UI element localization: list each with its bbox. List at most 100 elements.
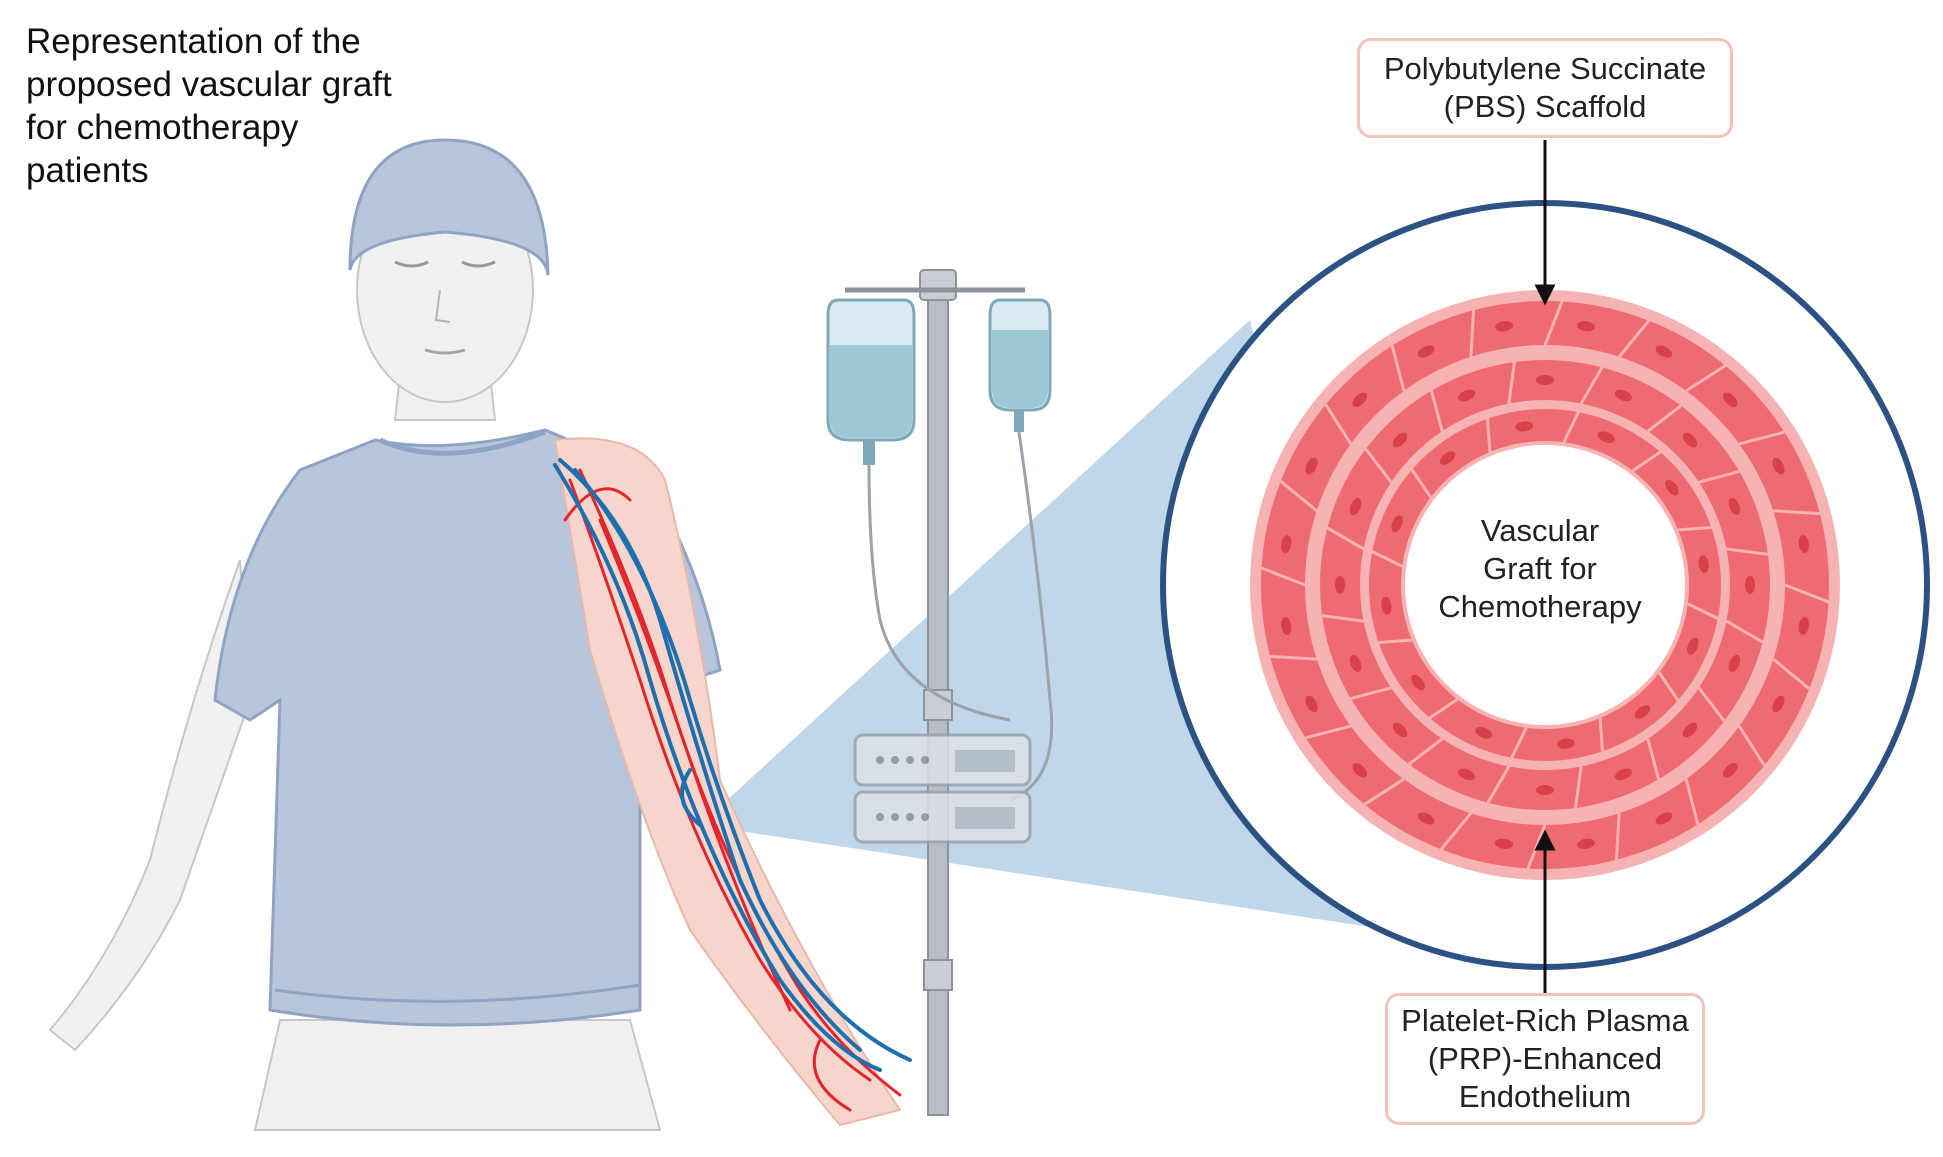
cell-nucleus — [1614, 389, 1632, 402]
endothelium-label-line: (PRP)-Enhanced — [1427, 1041, 1663, 1076]
cell-border — [1390, 345, 1406, 392]
center-label-line: Graft for — [1483, 551, 1597, 586]
cell-nucleus — [1772, 695, 1785, 713]
diagram-title: Representation of the proposed vascular … — [26, 20, 456, 192]
cell-border — [1408, 737, 1444, 766]
title-line: patients — [26, 151, 149, 190]
cell-nucleus — [1352, 392, 1368, 408]
cell-border — [1428, 698, 1459, 720]
cell-border — [1364, 448, 1393, 484]
cell-border — [1510, 727, 1528, 759]
cell-nucleus — [1391, 515, 1403, 533]
cell-border — [1618, 319, 1650, 358]
cell-nucleus — [1495, 838, 1513, 849]
cell-nucleus — [1556, 738, 1575, 749]
cell-border — [1440, 812, 1472, 851]
cell-border — [1631, 450, 1662, 472]
cell-border — [1646, 738, 1661, 780]
cell-nucleus — [1614, 768, 1632, 781]
cell-nucleus — [1536, 375, 1554, 385]
iv-pole-icon — [845, 269, 1025, 1116]
cell-nucleus — [1698, 555, 1709, 574]
cell-border — [1684, 778, 1700, 825]
cell-nucleus — [1305, 695, 1318, 713]
center-label-line: Vascular — [1480, 513, 1600, 548]
cell-border — [1738, 430, 1785, 446]
cell-border — [1469, 310, 1476, 357]
cell-nucleus — [1475, 727, 1493, 739]
cell-border — [1614, 813, 1621, 860]
beanie — [348, 138, 550, 276]
cell-border — [1579, 366, 1604, 405]
cell-border — [1324, 403, 1353, 445]
left-arm — [48, 559, 252, 1052]
title-line: proposed vascular graft — [26, 65, 392, 104]
cell-nucleus — [1495, 321, 1513, 332]
cell-nucleus — [1687, 637, 1699, 655]
cell-nucleus — [1349, 654, 1362, 672]
cell-nucleus — [1349, 498, 1362, 516]
cell-nucleus — [1634, 705, 1651, 719]
endothelium-label-line: Endothelium — [1458, 1079, 1632, 1114]
cell-border — [1486, 418, 1492, 453]
cell-nucleus — [1798, 617, 1809, 635]
cell-border — [1697, 686, 1726, 722]
cell-nucleus — [1745, 576, 1755, 594]
cell-nucleus — [1722, 392, 1738, 408]
cell-nucleus — [1411, 674, 1425, 691]
cell-nucleus — [1536, 785, 1554, 795]
cell-nucleus — [1682, 432, 1698, 448]
cell-border — [1321, 614, 1364, 623]
cell-border — [1410, 468, 1432, 499]
cell-nucleus — [1392, 432, 1408, 448]
cell-nucleus — [1352, 762, 1368, 778]
infusion-pump-icon — [853, 733, 1032, 844]
cell-border — [1378, 638, 1413, 644]
cell-nucleus — [1577, 321, 1595, 332]
cell-nucleus — [1597, 431, 1615, 443]
cell-border — [1543, 300, 1564, 346]
cell-layer-inner — [1369, 409, 1721, 761]
cell-border — [1270, 654, 1317, 661]
cell-nucleus — [1305, 457, 1318, 475]
cell-dividers — [1260, 300, 1830, 870]
cell-nucleus — [1682, 722, 1698, 738]
cell-border — [1784, 583, 1830, 604]
cell-nucleus — [1417, 345, 1435, 358]
cell-border — [1260, 566, 1306, 587]
cell-nucleus — [1722, 762, 1738, 778]
cell-border — [1646, 404, 1682, 433]
cell-nucleus — [1381, 596, 1392, 615]
blood-vessels — [553, 458, 912, 1112]
cell-border — [1658, 671, 1680, 702]
scaffold-label-box: Polybutylene Succinate (PBS) Scaffold — [1357, 38, 1733, 138]
cell-nucleus — [1798, 535, 1809, 553]
scaffold-label-line: (PBS) Scaffold — [1443, 89, 1647, 124]
title-line: Representation of the — [26, 22, 361, 61]
cell-border — [1677, 526, 1712, 532]
cell-border — [1687, 602, 1719, 620]
cell-nucleus — [1439, 451, 1456, 465]
cell-border — [1429, 390, 1444, 432]
cell-border — [1350, 686, 1392, 701]
arm-with-vessels — [553, 437, 902, 1127]
graft-cross-section-icon — [1160, 200, 1930, 970]
iv-bag-icon-right — [988, 298, 1054, 802]
cell-border — [1685, 364, 1727, 393]
cell-nucleus — [1728, 654, 1741, 672]
cell-border — [1773, 509, 1820, 516]
cell-nucleus — [1665, 479, 1679, 496]
cell-border — [1598, 717, 1604, 752]
cell-nucleus — [1655, 812, 1673, 825]
cell-border — [1725, 619, 1764, 644]
cell-nucleus — [1458, 389, 1476, 402]
cell-nucleus — [1577, 838, 1595, 849]
cell-border — [1737, 725, 1766, 767]
scaffold-label-line: Polybutylene Succinate — [1383, 51, 1707, 86]
graft-center-label: Vascular Graft for Chemotherapy — [1430, 512, 1650, 626]
cell-border — [1698, 469, 1740, 484]
cell-nucleus — [1392, 722, 1408, 738]
cell-nucleus — [1655, 345, 1673, 358]
cell-border — [1371, 550, 1403, 568]
